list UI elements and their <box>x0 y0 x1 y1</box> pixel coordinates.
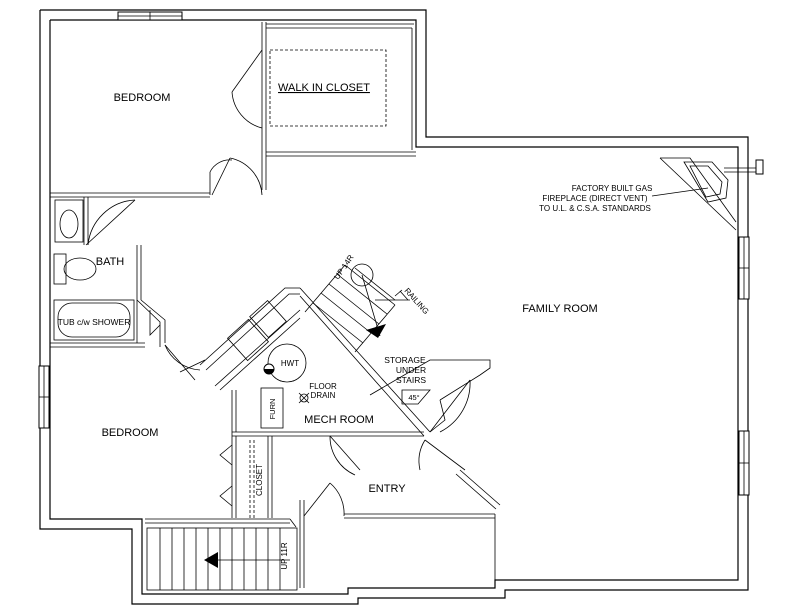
toilet-tank <box>53 253 67 285</box>
room-label-family-room: FAMILY ROOM <box>522 303 597 315</box>
bath-fixtures <box>53 199 135 341</box>
furnace <box>260 387 284 429</box>
floor-drain-label-1: FLOOR <box>309 382 337 391</box>
fireplace-note-1: FACTORY BUILT GAS <box>572 184 653 193</box>
storage-label-1: STORAGE <box>384 355 426 365</box>
fireplace-note-2: FIREPLACE (DIRECT VENT) <box>542 194 648 203</box>
labels: BEDROOM WALK IN CLOSET BATH TUB c/w SHOW… <box>58 82 653 570</box>
room-label-bedroom-top: BEDROOM <box>114 92 171 104</box>
railing-label: RAILING <box>403 286 431 316</box>
water-heater <box>267 343 307 383</box>
stair-arrow-lower <box>204 552 218 568</box>
floor-drain-icon <box>299 393 309 403</box>
mech-equipment <box>226 300 310 429</box>
room-label-walk-in-closet: WALK IN CLOSET <box>278 82 370 94</box>
sink <box>59 209 79 239</box>
room-label-bath: BATH <box>96 256 125 268</box>
windows <box>38 11 750 496</box>
storage-label-3: STAIRS <box>396 375 426 385</box>
furnace-label: FURN <box>268 399 277 420</box>
fireplace-note-3: TO U.L. & C.S.A. STANDARDS <box>539 204 651 213</box>
hwt-label: HWT <box>281 359 299 368</box>
lower-stairs <box>146 527 298 591</box>
room-label-closet: CLOSET <box>255 464 264 496</box>
upper-stairs <box>304 263 431 405</box>
stair-label-up-upper: UP 14R <box>332 253 355 281</box>
fireplace <box>651 157 764 231</box>
toilet-bowl <box>63 257 97 281</box>
room-label-mech-room: MECH ROOM <box>304 414 374 426</box>
bathtub <box>57 302 131 338</box>
floor-drain-label-2: DRAIN <box>311 391 336 400</box>
storage-label-2: UNDER <box>396 365 426 375</box>
interior-walls <box>50 22 501 588</box>
stair-arrow-upper <box>366 324 386 338</box>
doors <box>85 49 471 517</box>
fixture-label-tub: TUB c/w SHOWER <box>58 317 131 327</box>
closet-shelf <box>269 49 387 127</box>
room-label-bedroom-bottom: BEDROOM <box>102 427 159 439</box>
angle-label: 45° <box>408 393 419 402</box>
stair-label-up-lower: UP 11R <box>280 542 289 569</box>
room-label-entry: ENTRY <box>368 483 406 495</box>
